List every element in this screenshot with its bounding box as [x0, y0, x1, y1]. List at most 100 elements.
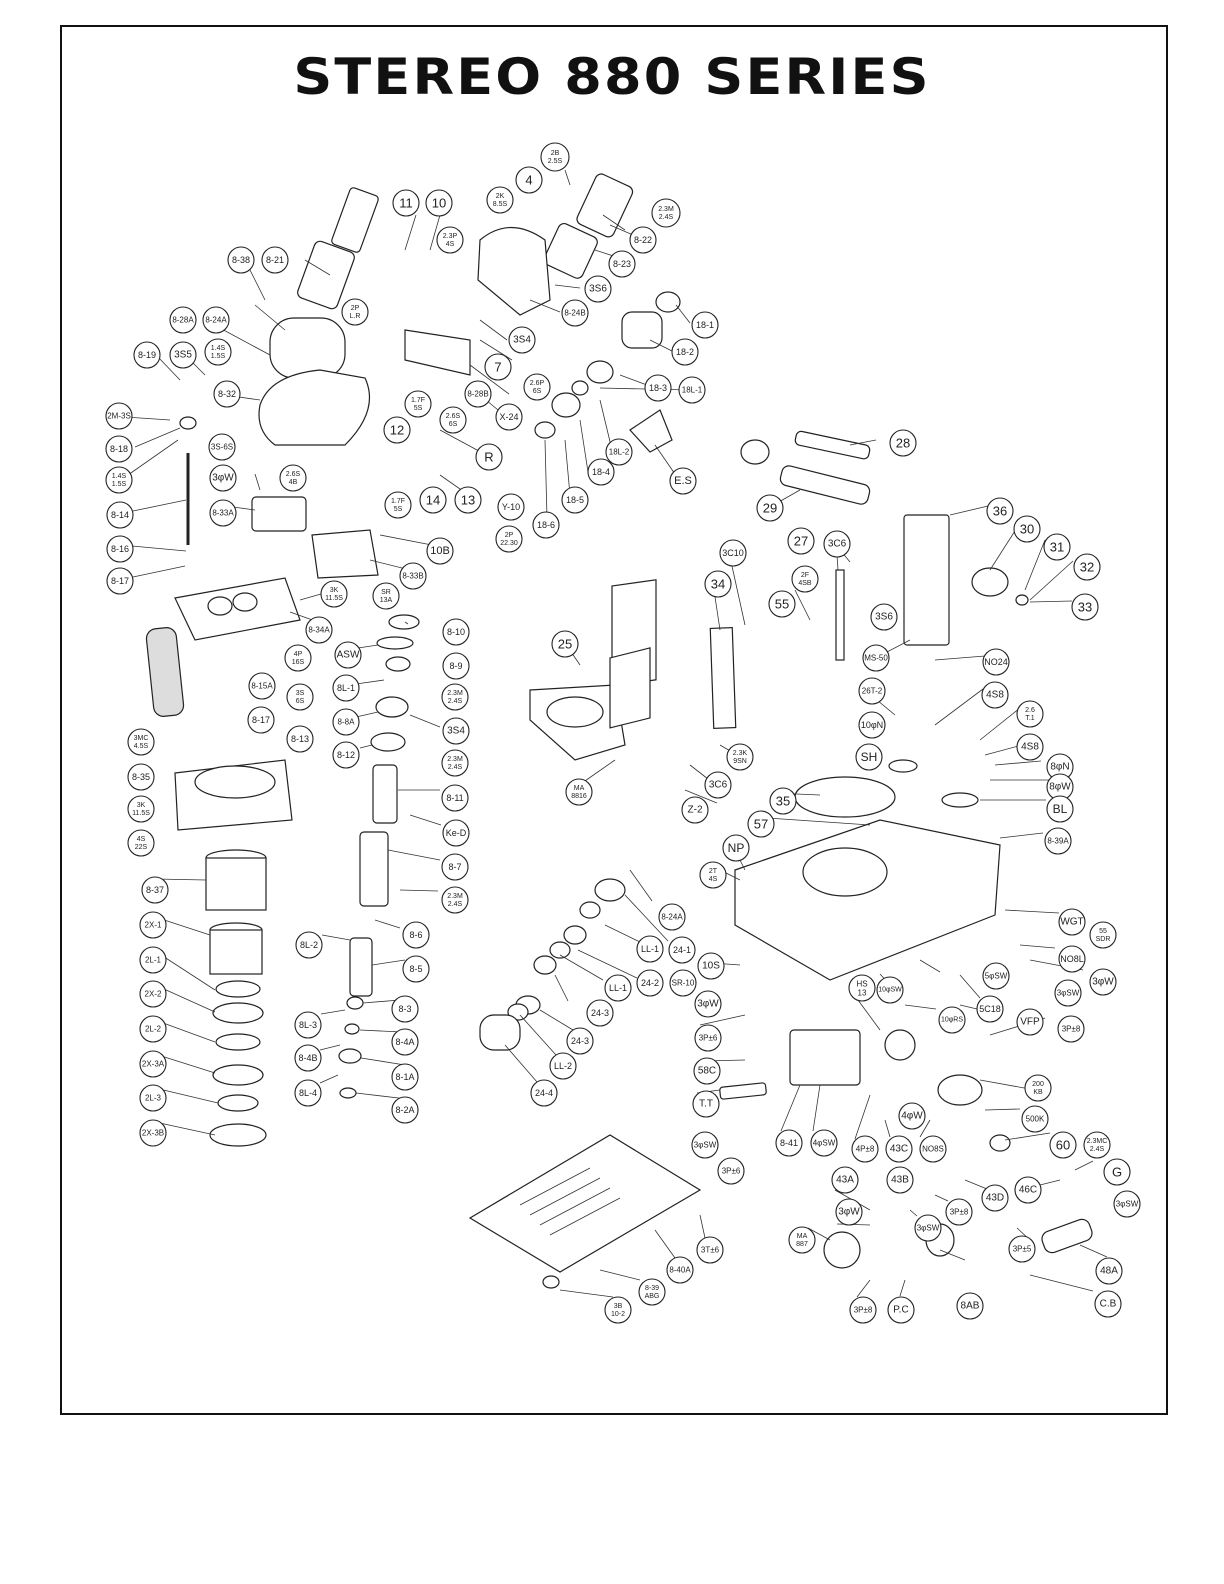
callout-33: 33	[1071, 593, 1099, 621]
label-24-2: 24-2	[641, 978, 659, 988]
label-3SW-c: 3φSW	[917, 1224, 940, 1233]
callout-Z-2: Z-2	[681, 796, 709, 824]
label-18-5: 18-5	[566, 495, 584, 505]
label-3SW-d: 3φSW	[1116, 1200, 1139, 1209]
label-8-32: 8-32	[218, 389, 236, 399]
label-8-28B: 8-28B	[467, 390, 488, 399]
part-TT	[719, 1082, 767, 1100]
callout-24-3a: 24-3	[586, 999, 614, 1027]
label-8L-1: 8L-1	[337, 683, 355, 693]
label-25: 25	[558, 637, 572, 652]
label-PC: P.C	[893, 1305, 908, 1316]
eye-shield	[629, 409, 673, 453]
callout-4W: 4φW	[898, 1102, 926, 1130]
part-8-1A	[338, 1048, 362, 1064]
label-4S8-b: 4S8	[1021, 742, 1039, 753]
callout-26T-2: 26T-2	[858, 677, 886, 705]
label-24-4: 24-4	[535, 1088, 553, 1098]
arm-opening	[546, 696, 604, 728]
callout-3C6-b: 3C6	[704, 771, 732, 799]
label-ASW: ASW	[337, 650, 360, 661]
ring-18L-1	[571, 380, 589, 396]
callout-8-24A-mid: 8-24A	[658, 903, 686, 931]
callout-13: 13	[454, 486, 482, 514]
callout-ES: E.S	[669, 467, 697, 495]
pot-200KB	[937, 1074, 983, 1106]
callout-3T6: 3T±6	[696, 1236, 724, 1264]
callout-18L-1: 18L-1	[678, 376, 706, 404]
label-3S6-b: 3S6	[875, 612, 893, 623]
part-60	[989, 1134, 1011, 1152]
callout-8-23: 8-23	[608, 250, 636, 278]
label-NP: NP	[728, 841, 745, 855]
callout-3P5: 3P±5	[1008, 1235, 1036, 1263]
callout-8L-1: 8L-1	[332, 674, 360, 702]
shaft-29	[779, 465, 871, 505]
callout-8-32: 8-32	[213, 380, 241, 408]
ring-24-1	[594, 878, 626, 902]
label-8-24A-mid: 8-24A	[661, 913, 683, 922]
focus-knob-assembly	[145, 627, 185, 717]
callout-2X-3A: 2X-3A	[139, 1050, 167, 1078]
label-18-4: 18-4	[592, 467, 610, 477]
bottom-plate-8-40A	[468, 1134, 702, 1273]
callout-8-28B: 8-28B	[464, 380, 492, 408]
stage-plate-35	[794, 776, 896, 818]
label-3T6: 3T±6	[701, 1246, 720, 1255]
label-43B: 43B	[891, 1175, 909, 1186]
label-2X-3B: 2X-3B	[142, 1129, 164, 1138]
callout-18-1: 18-1	[691, 311, 719, 339]
label-5SW: 5φSW	[985, 972, 1008, 981]
label-Y-10: Y-10	[502, 502, 520, 512]
callout-18-2: 18-2	[671, 338, 699, 366]
callout-3S6-a: 3S6	[584, 275, 612, 303]
callout-10SW: 10φSW	[876, 976, 904, 1004]
callout-18-6: 18-6	[532, 511, 560, 539]
callout-8-18: 8-18	[105, 435, 133, 463]
callout-43C: 43C	[885, 1135, 913, 1163]
callout-8-24B: 8-24B	[561, 299, 589, 327]
label-8W: 8φW	[1049, 782, 1071, 793]
callout-57: 57	[747, 810, 775, 838]
callout-LL-1a: LL-1	[636, 935, 664, 963]
label-3S4-b: 3S4	[447, 726, 465, 737]
callout-3W-c: 3φW	[694, 990, 722, 1018]
label-29: 29	[763, 501, 777, 516]
label-8-9: 8-9	[449, 661, 462, 671]
callout-55: 55	[768, 590, 796, 618]
label-8AB: 8AB	[961, 1301, 980, 1312]
barrel-8-37	[205, 857, 267, 911]
gear-knob	[740, 439, 770, 465]
callout-8-17-left: 8-17	[106, 567, 134, 595]
label-35: 35	[776, 794, 790, 809]
callout-35: 35	[769, 787, 797, 815]
part-8-3	[346, 996, 364, 1010]
bracket-8-33B	[311, 529, 379, 579]
callout-32: 32	[1073, 553, 1101, 581]
label-3S6-a: 3S6	[589, 284, 607, 295]
callout-3C10: 3C10	[719, 539, 747, 567]
ring-18-6	[534, 421, 556, 439]
eyepiece-sleeve-left	[297, 240, 355, 310]
callout-8-34A: 8-34A	[305, 616, 333, 644]
label-3SW-a: 3φSW	[1057, 989, 1080, 998]
callout-8-15A: 8-15A	[248, 672, 276, 700]
